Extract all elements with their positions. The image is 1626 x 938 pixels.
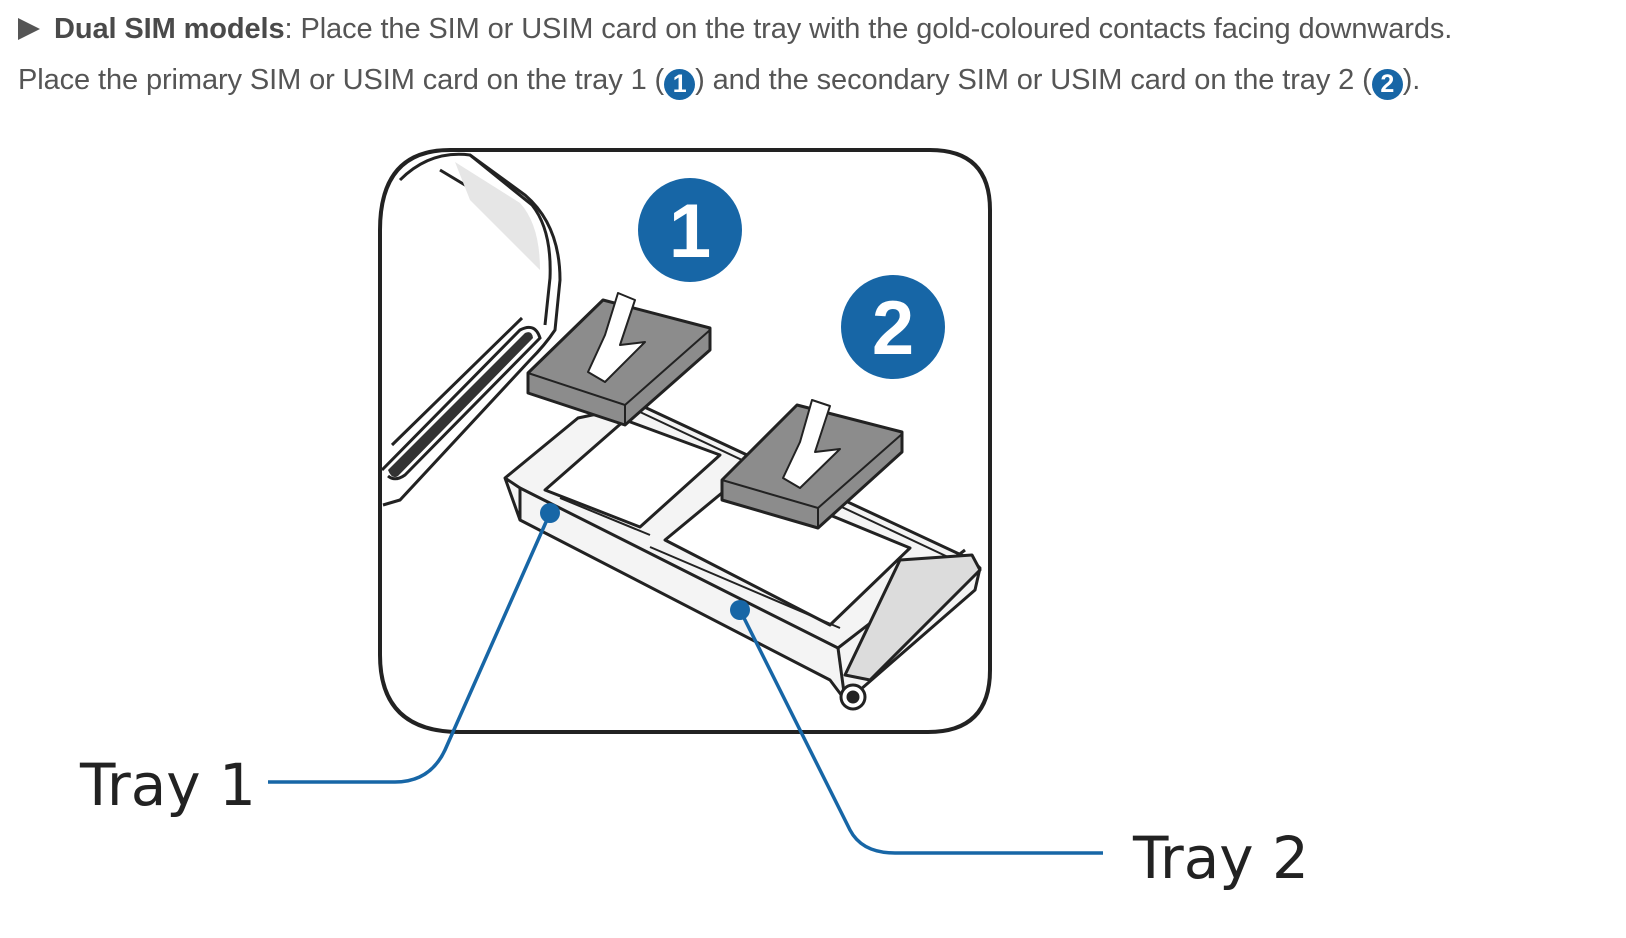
- callout-tray-2: [730, 600, 1103, 855]
- marker-2: 2: [841, 275, 945, 379]
- down-arrow-icon: [782, 399, 841, 489]
- triangle-bullet-icon: [18, 18, 40, 40]
- instruction-line2-part3: ).: [1402, 64, 1421, 96]
- sim-card-1: [526, 292, 712, 427]
- instruction-line1-text: : Place the SIM or USIM card on the tray…: [284, 13, 1453, 45]
- number-badge-1: 1: [664, 69, 696, 100]
- tray-1-label: Tray 1: [79, 751, 256, 819]
- sim-tray: [503, 403, 982, 711]
- instruction-line-1: Dual SIM models: Place the SIM or USIM c…: [18, 4, 1618, 55]
- instruction-text: Dual SIM models: Place the SIM or USIM c…: [18, 4, 1618, 106]
- callout-tray-1: [268, 503, 560, 784]
- number-badge-2: 2: [1371, 69, 1403, 100]
- marker-2-label: 2: [872, 286, 914, 371]
- instruction-heading: Dual SIM models: [54, 13, 285, 45]
- sim-card-2: [720, 399, 904, 530]
- marker-1-label: 1: [669, 189, 711, 274]
- phone-slot: [388, 332, 533, 478]
- down-arrow-icon: [587, 292, 646, 383]
- instruction-line2-part1: Place the primary SIM or USIM card on th…: [18, 64, 665, 96]
- instruction-line-2: Place the primary SIM or USIM card on th…: [18, 55, 1618, 106]
- tray-2-label: Tray 2: [1132, 824, 1309, 892]
- instruction-line2-part2: ) and the secondary SIM or USIM card on …: [695, 64, 1372, 96]
- marker-1: 1: [638, 178, 742, 282]
- phone-corner-shade: [455, 162, 540, 270]
